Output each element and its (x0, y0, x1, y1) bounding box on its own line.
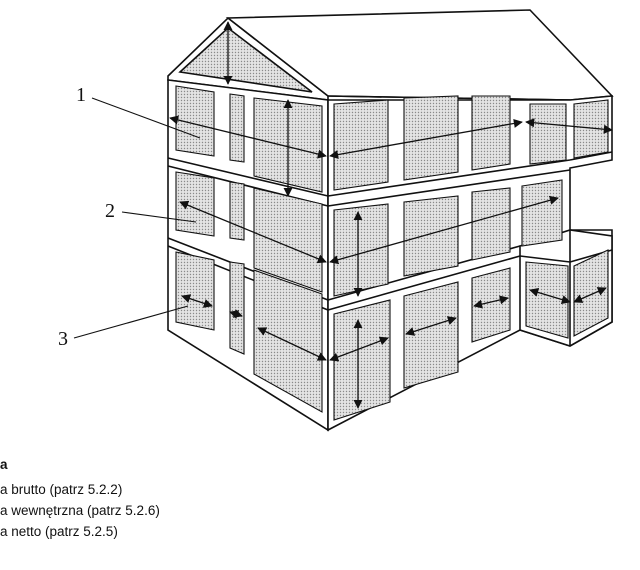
legend-item-internal: a wewnętrzna (patrz 5.2.6) (0, 503, 160, 518)
callout-3: 3 (58, 328, 68, 350)
dimension-arrows (169, 21, 613, 409)
legend: a a brutto (patrz 5.2.2) a wewnętrzna (p… (0, 457, 640, 545)
legend-title: a (0, 457, 8, 472)
callout-2: 2 (105, 200, 115, 222)
building-area-diagram (73, 9, 614, 432)
legend-item-gross: a brutto (patrz 5.2.2) (0, 482, 123, 497)
callout-1: 1 (76, 84, 86, 106)
callout-leaders (73, 97, 201, 339)
legend-item-net: a netto (patrz 5.2.5) (0, 524, 118, 539)
